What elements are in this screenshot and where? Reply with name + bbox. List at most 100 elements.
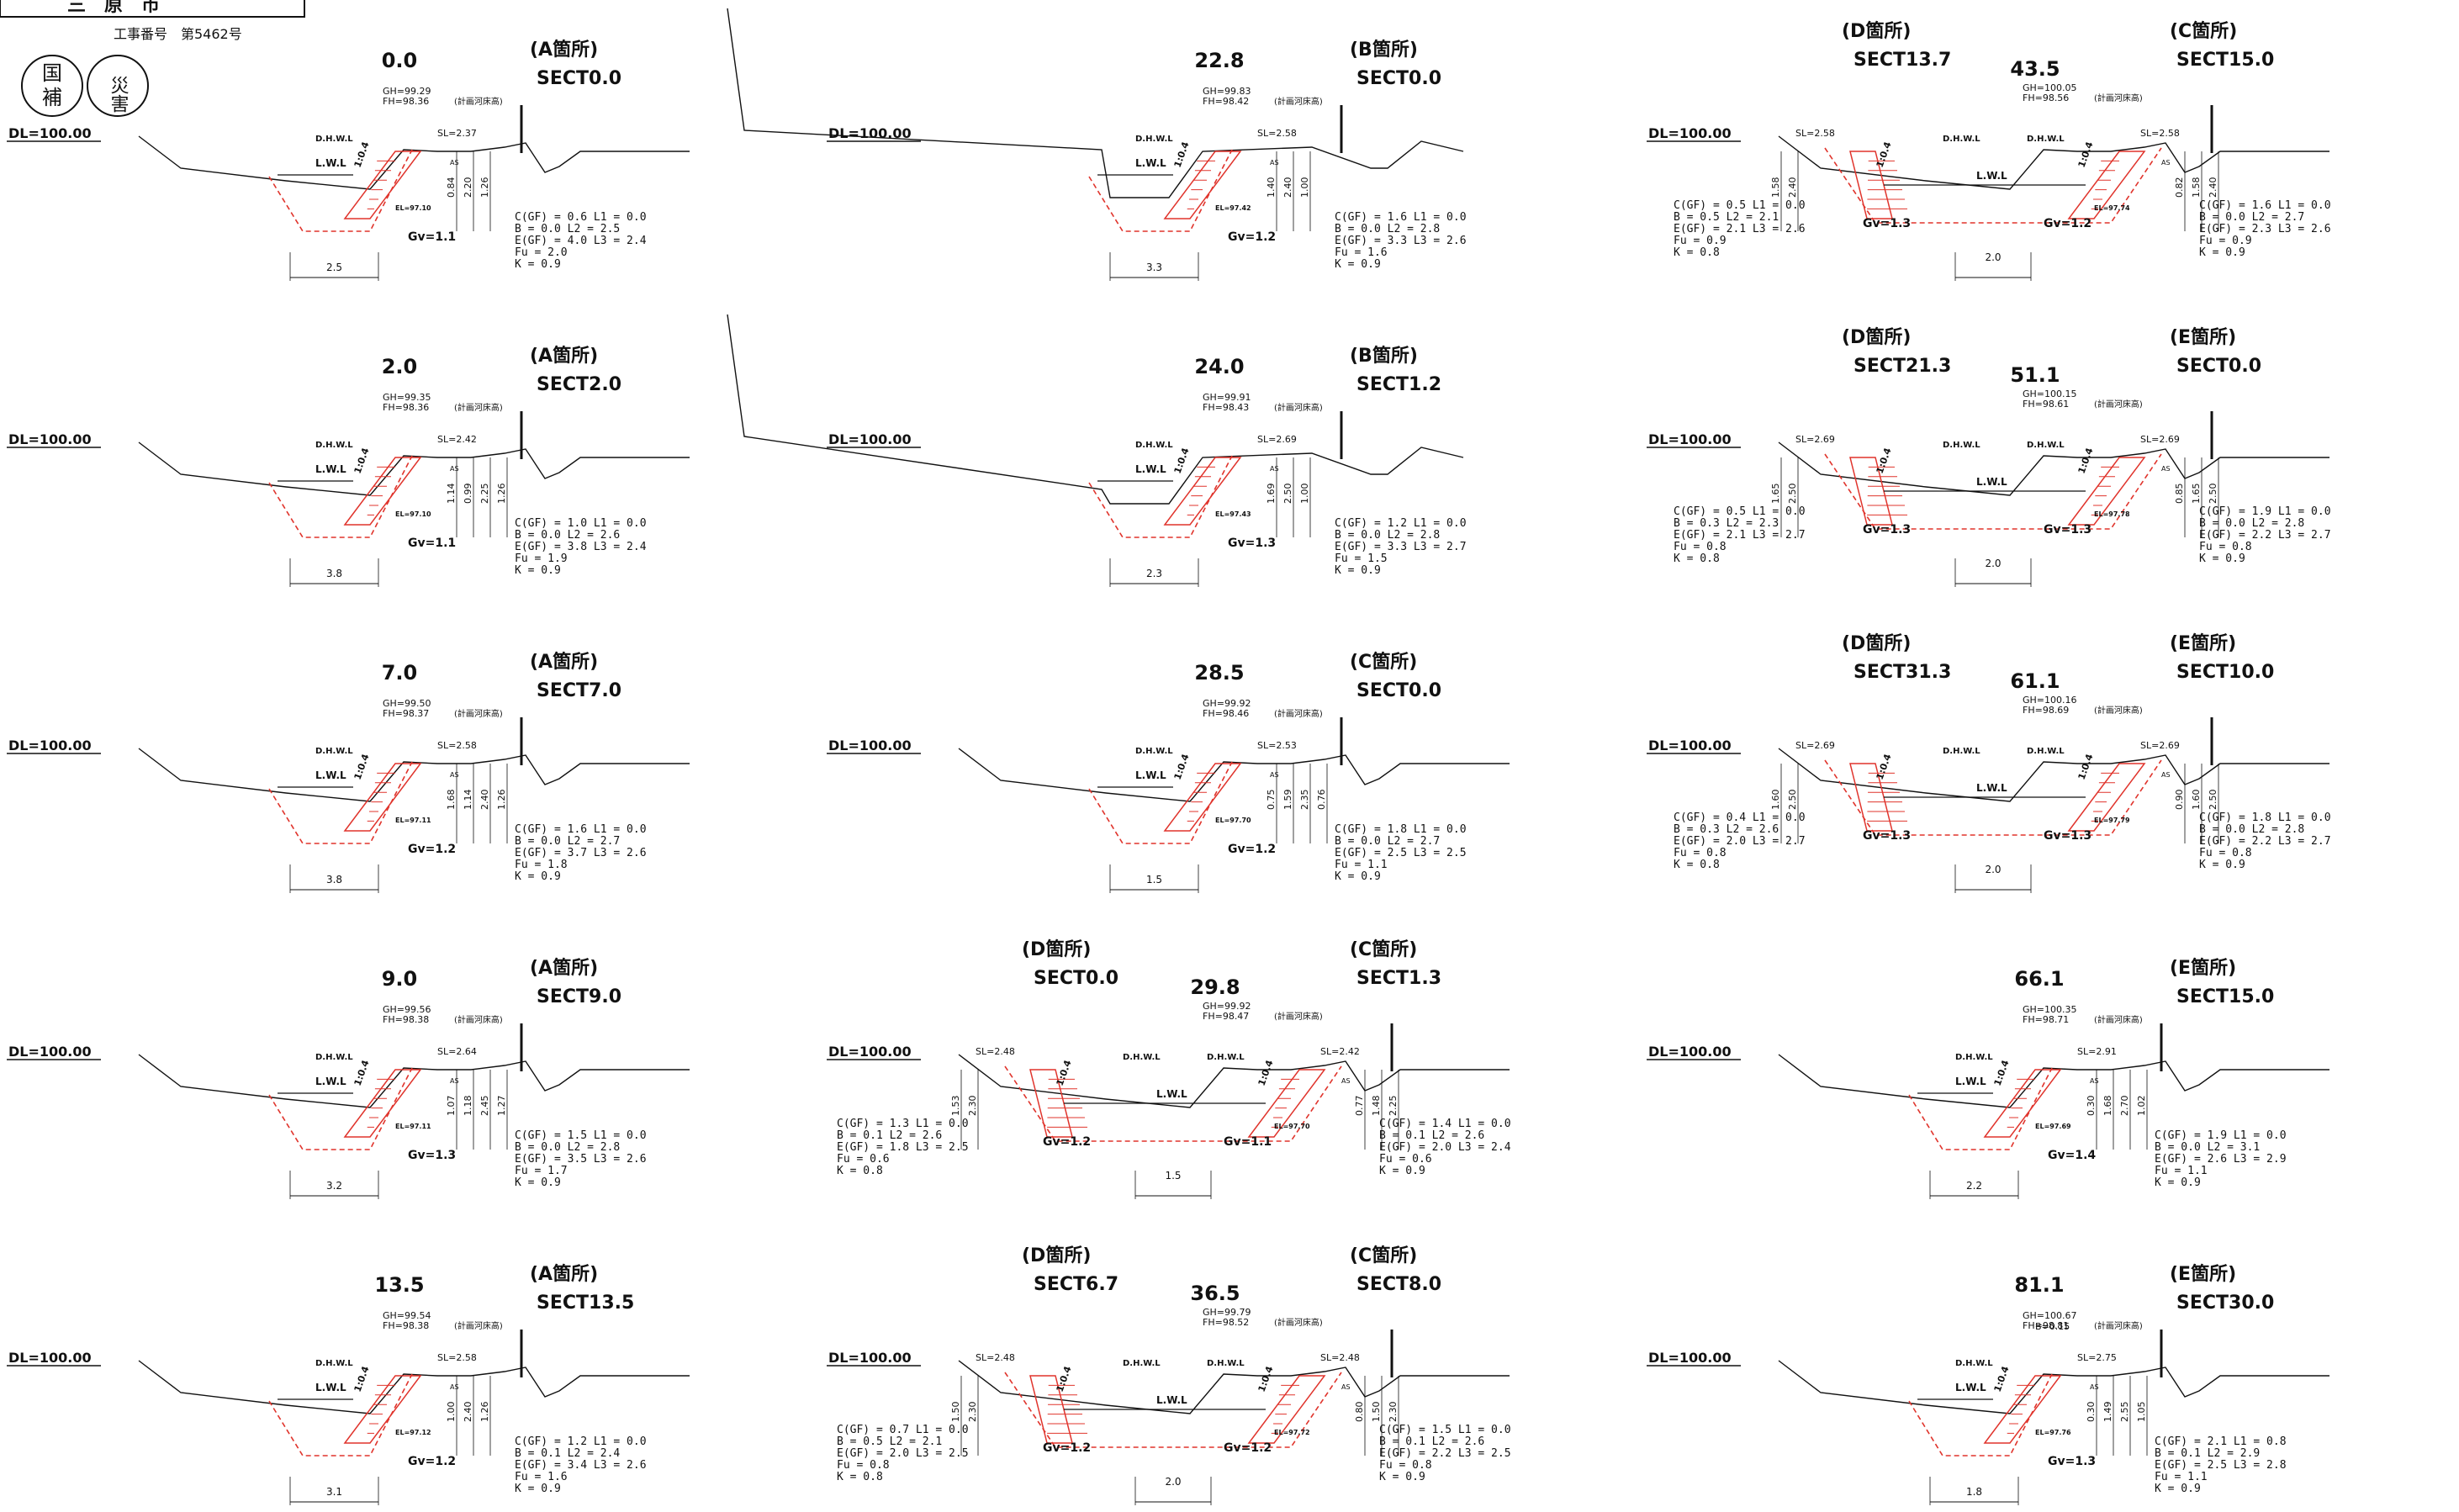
param-row-left: Fu = 0.8	[1674, 847, 1727, 859]
dimension-value: 1.14	[463, 790, 473, 811]
param-row: B = 0.1 L2 = 2.6	[1379, 1129, 1484, 1142]
as-label: AS	[1270, 159, 1279, 167]
section-s-9-0: DL=100.009.0(A箇所)SECT9.0GH=99.56FH=98.38…	[7, 957, 690, 1199]
place-label: (E箇所)	[2170, 957, 2236, 979]
place-label-left: (D箇所)	[1842, 632, 1911, 654]
section-s-0-0: DL=100.000.0(A箇所)SECT0.0GH=99.29FH=98.36…	[7, 39, 690, 281]
place-label: (E箇所)	[2170, 1263, 2236, 1285]
lwl-label: L.W.L	[1156, 1088, 1187, 1100]
param-row: C(GF) = 1.0 L1 = 0.0	[515, 517, 647, 530]
param-row: E(GF) = 3.7 L3 = 2.6	[515, 847, 647, 859]
param-row-left: Fu = 0.6	[837, 1153, 890, 1166]
dimension-value: 1.49	[2102, 1402, 2113, 1423]
section-s-29-8: DL=100.0029.8(D箇所)SECT0.0(C箇所)SECT1.3GH=…	[827, 938, 1511, 1199]
revetment-outline	[1247, 1069, 1326, 1138]
gv-label: Gv=1.2	[1224, 1441, 1272, 1455]
gv-label: Gv=1.3	[1228, 537, 1276, 550]
stamp-saigai: 災害	[87, 55, 149, 117]
place-label: (A箇所)	[530, 345, 598, 367]
param-row: B = 0.0 L2 = 2.6	[515, 529, 620, 542]
dimension-value: 0.85	[2174, 484, 2185, 505]
place-label: (A箇所)	[530, 957, 598, 979]
dimension-value: 1.26	[496, 484, 507, 505]
ground-profile	[138, 748, 690, 802]
el-label: EL=97.10	[395, 510, 431, 518]
gh-label: GH=99.35	[383, 392, 431, 403]
fh-label: FH=98.52	[1203, 1317, 1249, 1328]
revetment-wall-0: 1:0.4	[1849, 753, 1907, 832]
revetment-wall-0: 1:0.4	[1029, 1365, 1087, 1444]
param-row: E(GF) = 2.2 L3 = 2.7	[2199, 835, 2331, 848]
sl-label-left: SL=2.69	[1795, 434, 1835, 445]
dl-label: DL=100.00	[828, 1350, 912, 1366]
ground-profile	[1778, 135, 2329, 190]
sect-label-left: SECT13.7	[1854, 50, 1951, 71]
plan-bed-note: (計画河床高)	[2094, 1320, 2143, 1331]
station-label: 13.5	[374, 1273, 424, 1297]
dimension-value: 1.59	[1282, 790, 1293, 811]
sl-label: SL=2.42	[437, 434, 477, 445]
slope-label: 1:0.4	[352, 753, 372, 781]
revetment-outline	[343, 1069, 422, 1138]
param-row: Fu = 1.1	[1335, 859, 1388, 871]
param-row: C(GF) = 1.9 L1 = 0.0	[2155, 1129, 2287, 1142]
stamp-kuni: 国 補	[21, 55, 83, 117]
dhwl-label-right: D.H.W.L	[2027, 135, 2065, 144]
sl-label: SL=2.75	[2077, 1352, 2117, 1363]
as-label: AS	[450, 159, 459, 167]
dimension-value: 1.27	[496, 1096, 507, 1117]
sect-label-left: SECT31.3	[1854, 662, 1951, 683]
dhwl-label-right: D.H.W.L	[2027, 747, 2065, 756]
revetment-outline	[1163, 457, 1242, 526]
as-label: AS	[450, 771, 459, 779]
param-row: Fu = 0.8	[2199, 541, 2252, 553]
dhwl-label: D.H.W.L	[1943, 135, 1980, 144]
dimension-value: 2.50	[1787, 790, 1798, 811]
param-row: E(GF) = 2.6 L3 = 2.9	[2155, 1153, 2287, 1166]
as-label: AS	[2090, 1077, 2099, 1085]
param-row: E(GF) = 3.5 L3 = 2.6	[515, 1153, 647, 1166]
param-row-left: E(GF) = 2.1 L3 = 2.6	[1674, 223, 1806, 235]
sl-label: SL=2.48	[1320, 1352, 1360, 1363]
gv-label-left: Gv=1.2	[1043, 1135, 1091, 1149]
base-width: 2.0	[1985, 251, 2001, 263]
gh-label: GH=99.91	[1203, 392, 1251, 403]
dl-label: DL=100.00	[828, 737, 912, 753]
stamp-kuni-char-2: 補	[42, 86, 62, 109]
param-row: C(GF) = 1.6 L1 = 0.0	[1335, 211, 1467, 224]
station-label: 28.5	[1194, 661, 1244, 685]
base-width: 2.5	[326, 262, 342, 273]
param-row: E(GF) = 2.2 L3 = 2.5	[1379, 1447, 1511, 1460]
lwl-label: L.W.L	[315, 157, 346, 169]
section-s-28-5: DL=100.0028.5(C箇所)SECT0.0GH=99.92FH=98.4…	[827, 651, 1510, 893]
param-row: E(GF) = 3.3 L3 = 2.6	[1335, 235, 1467, 247]
dimension-value: 0.76	[1316, 790, 1327, 811]
ground-profile	[138, 135, 690, 190]
gv-label-left: Gv=1.3	[1863, 829, 1911, 843]
base-width: 3.8	[326, 568, 342, 579]
sect-label: SECT0.0	[1356, 68, 1441, 89]
dhwl-label: D.H.W.L	[1135, 135, 1173, 144]
param-row: B = 0.0 L2 = 2.8	[1335, 529, 1440, 542]
sl-label: SL=2.42	[1320, 1046, 1360, 1057]
dimension-value: 1.50	[1371, 1402, 1382, 1423]
lwl-label: L.W.L	[1135, 463, 1166, 475]
dimension-value: 2.40	[1282, 177, 1293, 198]
as-label: AS	[1341, 1383, 1351, 1391]
fh-label: FH=98.61	[2023, 399, 2069, 410]
dimension-value: 0.30	[2086, 1402, 2097, 1423]
param-row: K = 0.9	[2199, 246, 2245, 259]
dhwl-label-right: D.H.W.L	[2027, 441, 2065, 450]
param-row: K = 0.9	[515, 258, 561, 271]
ground-profile	[1778, 1054, 2329, 1108]
fh-label: FH=98.42	[1203, 96, 1249, 107]
el-label: EL=97.78	[2094, 510, 2130, 518]
sect-label: SECT1.2	[1356, 374, 1441, 395]
plan-bed-note: (計画河床高)	[454, 1320, 503, 1331]
lwl-label: L.W.L	[1976, 782, 2007, 794]
base-width: 3.3	[1146, 262, 1162, 273]
param-row: E(GF) = 2.3 L3 = 2.6	[2199, 223, 2331, 235]
as-label: AS	[450, 1077, 459, 1085]
plan-bed-note: (計画河床高)	[454, 1014, 503, 1025]
place-label-right: (C箇所)	[1350, 938, 1417, 960]
